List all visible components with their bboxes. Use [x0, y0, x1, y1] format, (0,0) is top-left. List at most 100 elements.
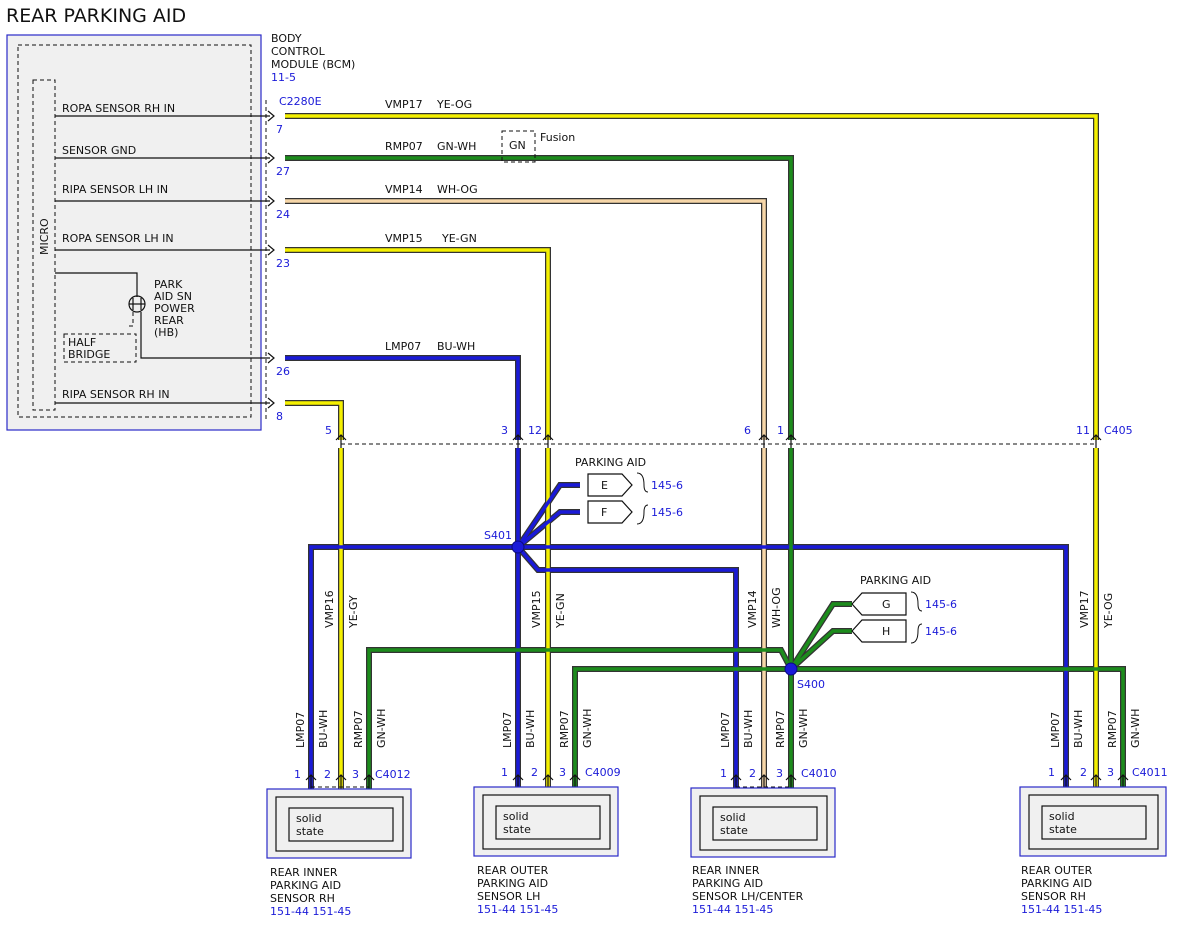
- sensor-refs: 151-44 151-45: [477, 903, 558, 916]
- vertical-labels-mid: VMP16 YE-GY VMP15 YE-GN VMP14 WH-OG VMP1…: [323, 587, 1115, 629]
- vertical-color: WH-OG: [770, 587, 783, 628]
- wire-colors: [285, 114, 1098, 440]
- vertical-circuit: VMP15: [530, 590, 543, 628]
- parking-aid-label: PARKING AID: [860, 574, 931, 587]
- sensor-pin: 1: [1048, 766, 1055, 779]
- sensor-pin: 1: [501, 766, 508, 779]
- connector-f: [587, 500, 633, 524]
- micro-block: [32, 79, 56, 411]
- option-box: [501, 130, 536, 163]
- sensor-wire-circuit: LMP07: [1049, 712, 1062, 748]
- c405-connector: 5 3 12 6 1 11 C405: [325, 424, 1133, 448]
- brace: [910, 591, 923, 612]
- sensor-name: PARKING AID: [1021, 877, 1092, 890]
- connector-e: [587, 473, 633, 497]
- sensor-wire-color: BU-WH: [1072, 710, 1085, 748]
- sensor-name: PARKING AID: [477, 877, 548, 890]
- splice-s400: [784, 662, 798, 676]
- sensor-inner: solid: [720, 811, 746, 824]
- signal-label: RIPA SENSOR RH IN: [62, 388, 170, 401]
- sensor-connector: C4010: [801, 767, 837, 780]
- bcm-ref: 11-5: [271, 71, 296, 84]
- option-code: GN: [509, 139, 526, 152]
- wire-rmp07-branch: [573, 667, 791, 790]
- sensor-refs: 151-44 151-45: [270, 905, 351, 918]
- sensor-name: REAR OUTER: [1021, 864, 1093, 877]
- wire-color-label: WH-OG: [437, 183, 478, 196]
- vertical-color: YE-OG: [1102, 593, 1115, 629]
- brace: [636, 504, 649, 525]
- vertical-circuit: VMP14: [746, 590, 759, 628]
- wire-rmp07-branch: [789, 602, 852, 670]
- parking-aid-s401: PARKING AID E F 145-6 145-6: [575, 456, 683, 525]
- c405-name: C405: [1104, 424, 1133, 437]
- wire-color-label: BU-WH: [437, 340, 475, 353]
- bcm-pin: 7: [276, 123, 283, 136]
- sensor-name: SENSOR LH: [477, 890, 540, 903]
- sensor-name: PARKING AID: [270, 879, 341, 892]
- sensor-inner: solid: [1049, 810, 1075, 823]
- bcm-module: MICRO BODY CONTROL MODULE (BCM) 11-5 C22…: [6, 32, 355, 431]
- sensor-name: SENSOR LH/CENTER: [692, 890, 804, 903]
- sensor-pin: 3: [559, 766, 566, 779]
- half-bridge-link: [126, 312, 134, 327]
- diagram-title: REAR PARKING AID: [6, 5, 186, 27]
- sensor-connector: C4012: [375, 768, 411, 781]
- wire-vmp17: [285, 114, 1098, 440]
- pin-arrows: [267, 110, 275, 409]
- sensor-wire-circuit: RMP07: [558, 710, 571, 748]
- brace: [910, 623, 923, 644]
- sensor-wire-color: GN-WH: [797, 709, 810, 748]
- hb-label-4: REAR: [154, 314, 184, 327]
- connector-ref: 145-6: [651, 479, 683, 492]
- connector-h: [851, 619, 907, 643]
- wire-lmp07-branch: [518, 545, 1068, 790]
- bcm-pin: 27: [276, 165, 290, 178]
- lower-colors: [309, 448, 1125, 790]
- circuit-label: VMP17: [385, 98, 423, 111]
- sensor-wire-circuit: LMP07: [719, 712, 732, 748]
- bcm-pin: 8: [276, 410, 283, 423]
- signal-label: RIPA SENSOR LH IN: [62, 183, 168, 196]
- sensor-wire-circuit: RMP07: [774, 710, 787, 748]
- wire-color-label: YE-GN: [441, 232, 477, 245]
- wire-rmp07-branch: [789, 629, 852, 671]
- circuit-label: VMP14: [385, 183, 423, 196]
- bcm-pin: 26: [276, 365, 290, 378]
- parking-aid-label: PARKING AID: [575, 456, 646, 469]
- wire-rmp07: [285, 156, 793, 440]
- sensor-pin: 1: [294, 768, 301, 781]
- sensor-pin: 1: [720, 767, 727, 780]
- wire-lmp07-branch: [516, 510, 580, 549]
- splice-s401: [511, 540, 525, 554]
- bcm-pin: 23: [276, 257, 290, 270]
- sensor-name: SENSOR RH: [270, 892, 335, 905]
- sensor-wire-color: GN-WH: [581, 709, 594, 748]
- wire-color-label: YE-OG: [436, 98, 472, 111]
- wire-casings: [285, 113, 1099, 440]
- sensor-wire-color: GN-WH: [1129, 709, 1142, 748]
- sensor-refs: 151-44 151-45: [692, 903, 773, 916]
- connector-letter: F: [601, 506, 607, 519]
- brace: [636, 472, 649, 493]
- wire-lmp07-branch: [516, 483, 580, 548]
- hb-label-2: AID SN: [154, 290, 192, 303]
- connector-letter: H: [882, 625, 890, 638]
- sensor-name: REAR INNER: [270, 866, 338, 879]
- half-bridge-box: [63, 333, 137, 363]
- sensor-name: REAR INNER: [692, 864, 760, 877]
- wire-vmp15: [285, 248, 550, 440]
- sensor-connector: C4009: [585, 766, 621, 779]
- wire-rmp07-branch: [367, 648, 793, 790]
- c405-pin: 6: [744, 424, 751, 437]
- sensor-wire-circuit: LMP07: [294, 712, 307, 748]
- wire-vmp16: [285, 401, 343, 440]
- hb-output-line: [140, 312, 270, 359]
- c405-pin: 11: [1076, 424, 1090, 437]
- sensor-refs: 151-44 151-45: [1021, 903, 1102, 916]
- sensor-name: PARKING AID: [692, 877, 763, 890]
- sensor-c4012: 1 2 3 C4012 solid state REAR INNER PARKI…: [266, 768, 412, 918]
- wire-lmp07-branch: [309, 545, 518, 790]
